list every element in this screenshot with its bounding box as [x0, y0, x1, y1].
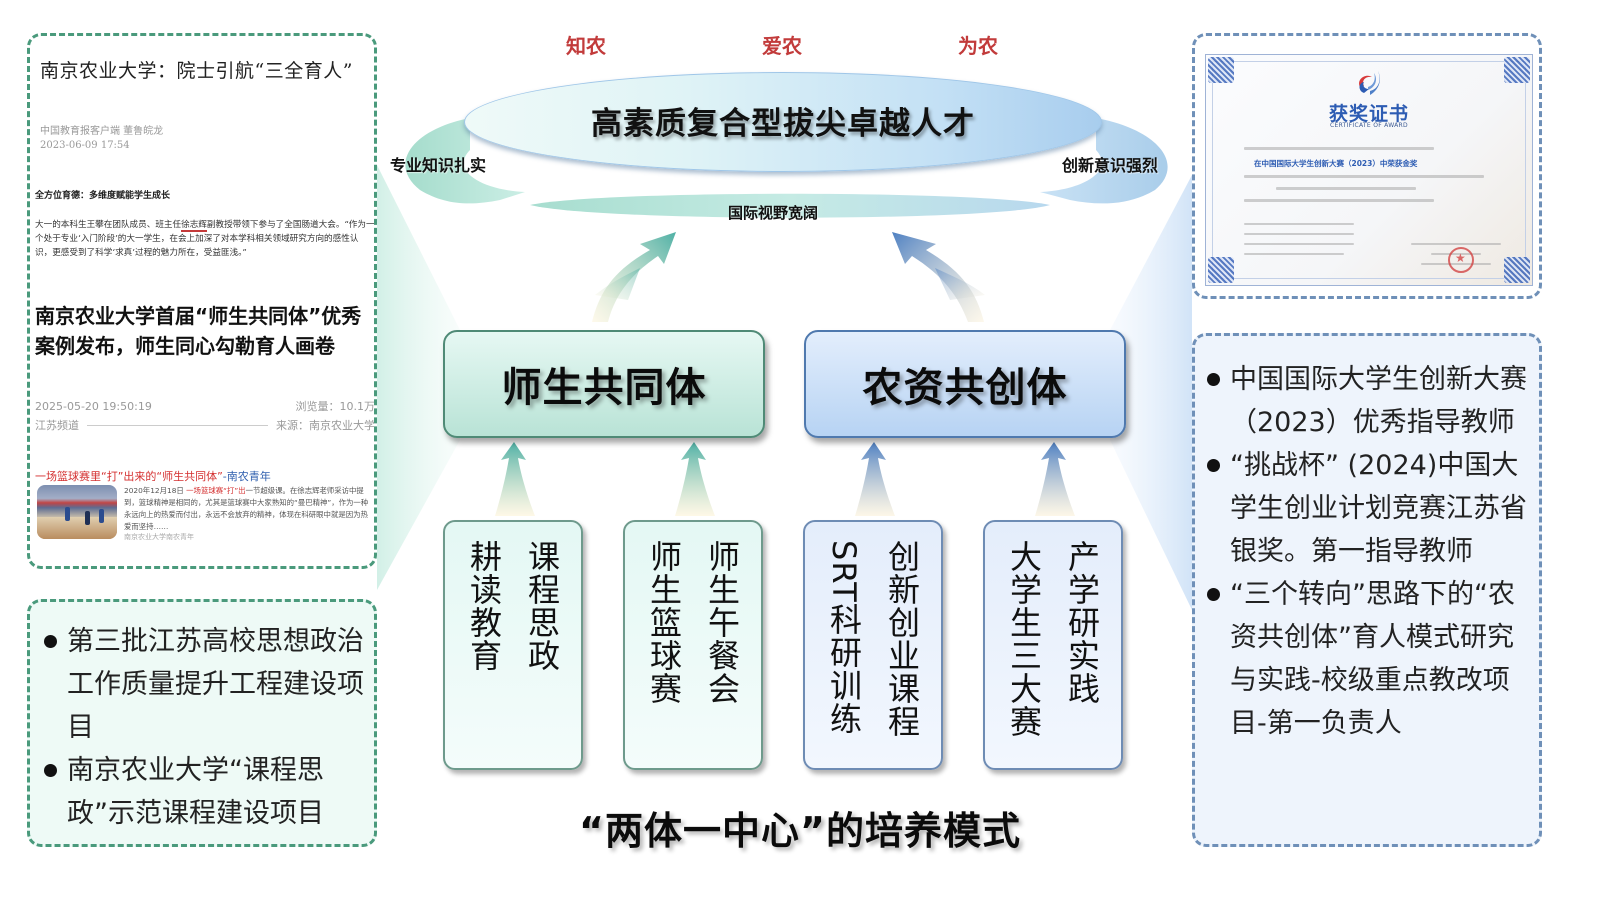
sub-box-innovation-srt: 创新创业课程 SRT科研训练 — [803, 520, 943, 770]
left-achievements-panel: 第三批江苏高校思想政治工作质量提升工程建设项目 南京农业大学“课程思政”示范课程… — [27, 599, 377, 847]
news2-meta-row: 2025-05-20 19:50:19 浏览量：10.1万 — [35, 398, 375, 414]
goal-title: 高素质复合型拔尖卓越人才 — [591, 106, 975, 142]
certificate-text-line — [1244, 243, 1354, 245]
news2-source-row: 江苏频道 来源：南京农业大学 — [35, 417, 375, 433]
news1-body-text: 大一的本科生王攀在团队成员、班主任 — [35, 220, 182, 230]
divider — [87, 424, 268, 426]
left-achievements-list: 第三批江苏高校思想政治工作质量提升工程建设项目 南京农业大学“课程思政”示范课程… — [42, 620, 364, 835]
news1-date: 2023-06-09 17:54 — [40, 140, 130, 151]
news3-snippet-highlight: 一场篮球赛“打”出 — [186, 486, 246, 495]
sub-box-text: 产学研实践 大学生三大赛 — [995, 540, 1111, 768]
right-spotlight — [1110, 175, 1192, 610]
teacher-student-community-label: 师生共同体 — [501, 365, 707, 411]
sub-box-column: 课程思政 — [523, 540, 561, 672]
news2-views: 浏览量：10.1万 — [295, 400, 375, 413]
news1-source: 中国教育报客户端 董鲁皖龙 — [40, 126, 164, 137]
achievement-item: “挑战杯” (2024)中国大学生创业计划竞赛江苏省银奖。第一指导教师 — [1205, 444, 1531, 573]
certificate-image: 获奖证书 CERTIFICATE OF AWARD 在中国国际大学生创新大赛（2… — [1205, 54, 1533, 286]
competition-logo-icon — [1359, 71, 1380, 95]
sub-box-ideology-farming: 课程思政 耕读教育 — [443, 520, 583, 770]
news2-title: 南京农业大学首届“师生共同体”优秀案例发布，师生同心勾勒育人画卷 — [35, 304, 362, 358]
corner-ornament — [1208, 257, 1234, 283]
achievement-item: “三个转向”思路下的“农资共创体”育人模式研究与实践-校级重点教改项目-第一负责… — [1205, 573, 1531, 745]
player-figure — [65, 507, 70, 521]
news1-body-text: 副教授带领下参与了全国肠道大会。“作为一个处于专业‘入门阶段’的大一学生，在会上… — [35, 220, 375, 258]
news3-source: 南京农业大学南农青年 — [124, 533, 194, 541]
ring-label-innovation-awareness: 创新意识强烈 — [1062, 156, 1159, 175]
player-figure — [99, 509, 104, 523]
sub-box-column: 师生篮球赛 — [645, 540, 683, 705]
certificate-border — [1212, 61, 1526, 279]
diagram-title: “两体一中心”的培养模式 — [579, 809, 1021, 853]
sub-box-column: 师生午餐会 — [703, 540, 741, 705]
certificate-text-line — [1244, 233, 1354, 235]
basketball-photo — [37, 485, 117, 539]
sub-box-column: 产学研实践 — [1063, 540, 1101, 705]
news3-title-main: 一场篮球赛里“打”出来的“师生共同体” — [35, 470, 223, 483]
certificate-text-line — [1244, 147, 1434, 150]
sub-box-column: 大学生三大赛 — [1005, 540, 1043, 738]
news1-body-highlight: 徐志辉 — [181, 220, 207, 232]
agri-resource-cocreation-box: 农资共创体 — [804, 330, 1126, 438]
achievement-item: 中国国际大学生创新大赛（2023）优秀指导教师 — [1205, 358, 1531, 444]
news1-subheading: 全方位育德：多维度赋能学生成长 — [35, 191, 171, 201]
ring-right-segment — [1040, 118, 1168, 204]
certificate-title: 获奖证书 — [1328, 103, 1409, 125]
news1-title: 南京农业大学：院士引航“三全育人” — [40, 60, 353, 82]
certificate-text-line — [1244, 175, 1484, 178]
sub-box-industry-competitions: 产学研实践 大学生三大赛 — [983, 520, 1123, 770]
news2-datetime: 2025-05-20 19:50:19 — [35, 399, 152, 413]
top-word-love-agriculture: 爱农 — [762, 34, 802, 58]
certificate-text-line — [1411, 243, 1501, 245]
sub-box-text: 师生午餐会 师生篮球赛 — [635, 540, 751, 768]
player-figure — [85, 511, 90, 525]
court-floor — [37, 517, 117, 539]
agri-resource-cocreation-label: 农资共创体 — [862, 365, 1068, 411]
certificate-text-line — [1276, 187, 1416, 190]
certificate-text-line — [1244, 253, 1344, 255]
sub-box-text: 创新创业课程 SRT科研训练 — [815, 540, 931, 768]
sub-box-text: 课程思政 耕读教育 — [455, 540, 571, 768]
teacher-student-community-box: 师生共同体 — [443, 330, 765, 438]
news3-date: 2020年12月18日 — [124, 486, 184, 495]
ring-bottom-segment — [530, 193, 1050, 218]
top-word-serve-agriculture: 为农 — [958, 34, 998, 58]
news3-snippet-text: 一节超级课。在徐志辉老师采访中提到，篮球精神是相同的，尤其是篮球赛中大家熟知的“… — [124, 486, 369, 531]
ring-label-professional-knowledge: 专业知识扎实 — [390, 156, 487, 175]
news2-source: 来源：南京农业大学 — [276, 419, 375, 432]
sub-box-column: 耕读教育 — [465, 540, 503, 672]
news2-channel: 江苏频道 — [35, 419, 79, 432]
news-clippings-panel: 南京农业大学：院士引航“三全育人” 中国教育报客户端 董鲁皖龙 2023-06-… — [27, 33, 377, 569]
certificate-subtitle: CERTIFICATE OF AWARD — [1330, 122, 1408, 129]
news3-snippet: 2020年12月18日 一场篮球赛“打”出一节超级课。在徐志辉老师采访中提到，篮… — [124, 485, 374, 533]
news3-title: 一场篮球赛里“打”出来的“师生共同体”-南农青年 — [35, 468, 271, 484]
sub-box-lunch-basketball: 师生午餐会 师生篮球赛 — [623, 520, 763, 770]
left-spotlight — [377, 165, 460, 590]
right-achievements-list: 中国国际大学生创新大赛（2023）优秀指导教师 “挑战杯” (2024)中国大学… — [1205, 358, 1531, 745]
news3-title-tail: -南农青年 — [222, 470, 271, 483]
ring-left-segment — [405, 118, 525, 204]
news1-body: 大一的本科生王攀在团队成员、班主任徐志辉副教授带领下参与了全国肠道大会。“作为一… — [35, 218, 375, 260]
award-certificate-panel: 获奖证书 CERTIFICATE OF AWARD 在中国国际大学生创新大赛（2… — [1192, 33, 1542, 299]
achievement-item: 第三批江苏高校思想政治工作质量提升工程建设项目 — [42, 620, 364, 749]
sub-box-column: 创新创业课程 — [883, 540, 921, 738]
corner-ornament — [1504, 257, 1530, 283]
ring-label-international-vision: 国际视野宽阔 — [728, 204, 819, 222]
official-seal-icon — [1448, 247, 1474, 273]
certificate-text-line — [1244, 199, 1434, 202]
right-achievements-panel: 中国国际大学生创新大赛（2023）优秀指导教师 “挑战杯” (2024)中国大学… — [1192, 333, 1542, 847]
certificate-text-line — [1244, 223, 1354, 225]
certificate-award-line: 在中国国际大学生创新大赛（2023）中荣获金奖 — [1254, 159, 1418, 168]
top-word-know-agriculture: 知农 — [566, 34, 606, 58]
corner-ornament — [1504, 57, 1530, 83]
corner-ornament — [1208, 57, 1234, 83]
achievement-item: 南京农业大学“课程思政”示范课程建设项目 — [42, 749, 364, 835]
goal-ellipse: 高素质复合型拔尖卓越人才 — [464, 72, 1102, 172]
sub-box-column: SRT科研训练 — [825, 540, 863, 735]
goal-ellipse-shape — [464, 72, 1102, 172]
